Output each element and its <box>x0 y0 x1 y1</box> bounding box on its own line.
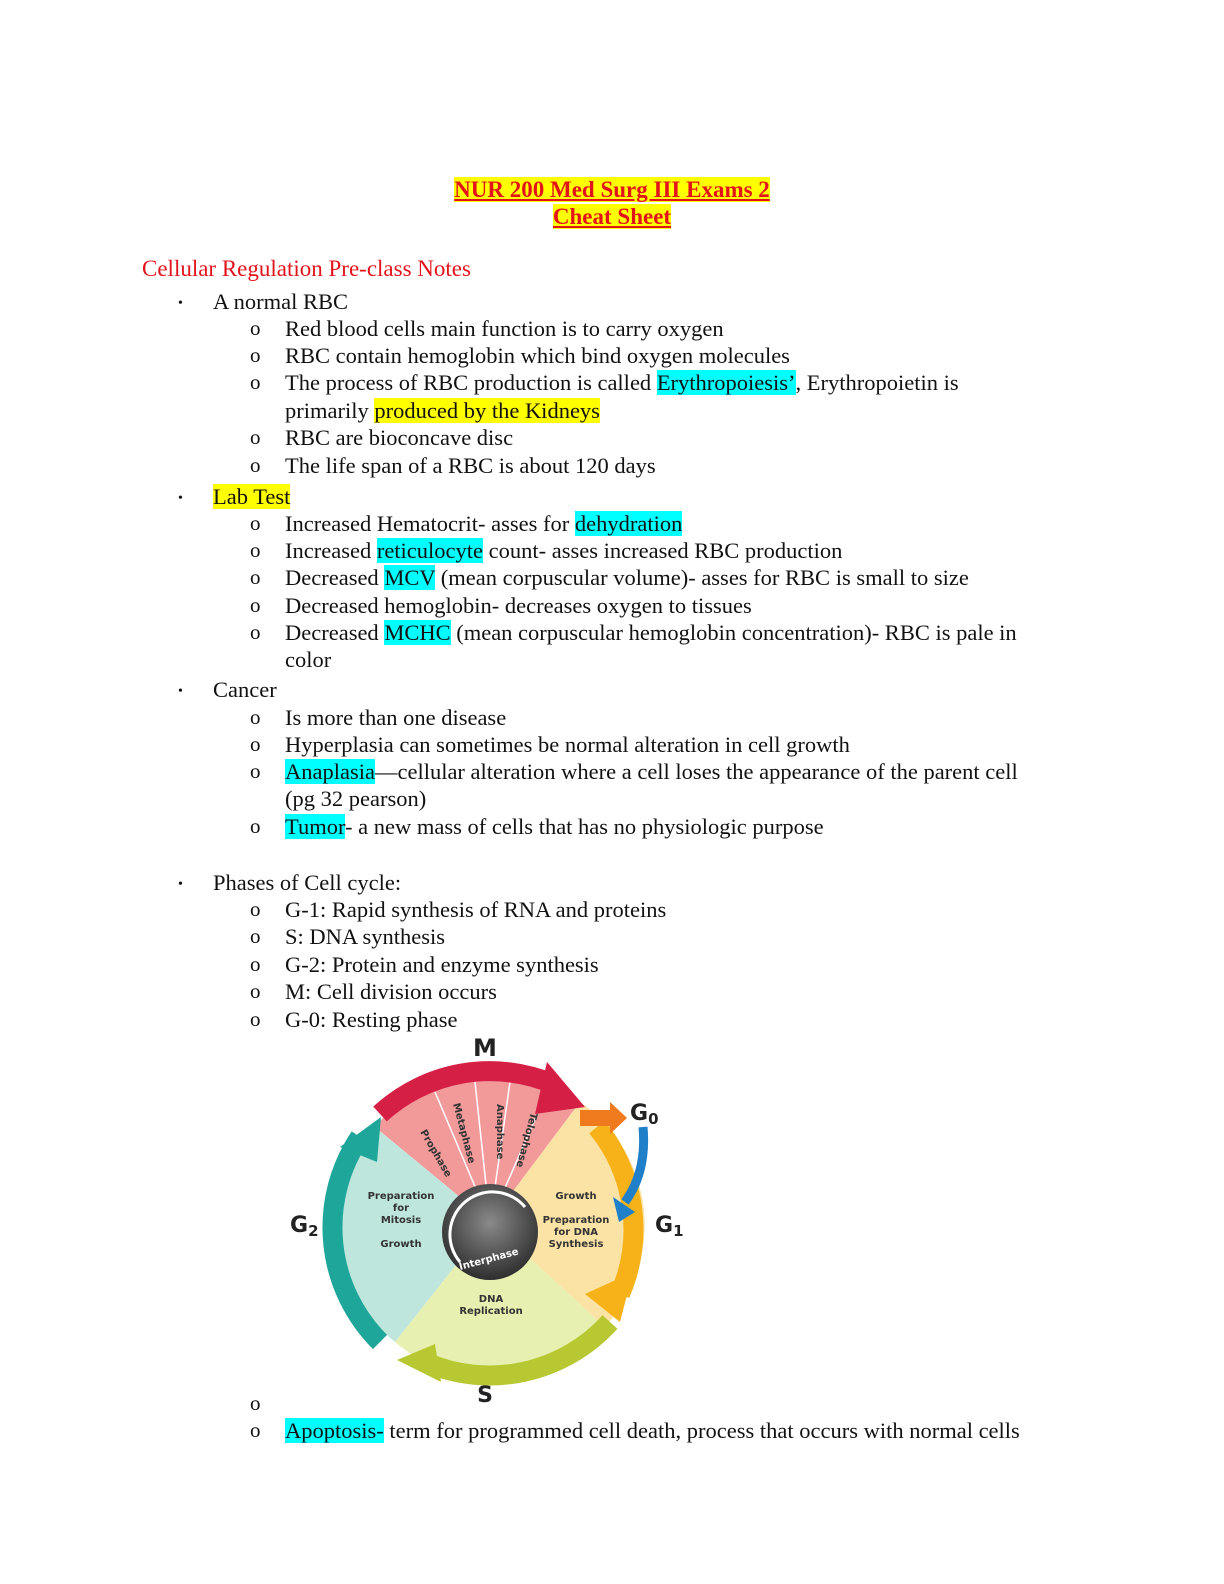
m-arrowhead <box>535 1062 585 1114</box>
cancer-item-continued: (pg 32 pearson) <box>285 786 427 811</box>
sub-marker: o <box>250 952 261 976</box>
lab-heading: Lab Test <box>213 484 291 509</box>
lab-item: Decreased hemoglobin- decreases oxygen t… <box>285 593 752 618</box>
sub-marker: o <box>250 453 261 477</box>
sub-marker: o <box>250 814 261 838</box>
s-sector <box>395 1222 605 1378</box>
rbc-item: Red blood cells main function is to carr… <box>285 316 724 341</box>
g1-arrowhead <box>585 1272 633 1322</box>
label-anaphase: Anaphase <box>494 1104 505 1160</box>
highlight: dehydration <box>574 511 683 536</box>
label-dna: Replication <box>459 1306 522 1317</box>
rbc-item: The life span of a RBC is about 120 days <box>285 453 656 478</box>
g2-sector <box>338 1127 490 1342</box>
label-g1-prep: Synthesis <box>549 1239 604 1250</box>
sub-marker: o <box>250 1007 261 1031</box>
sub-marker: o <box>250 1418 261 1442</box>
cycle-item: M: Cell division occurs <box>285 979 497 1004</box>
m-phase-sector <box>375 1072 580 1222</box>
sub-marker: o <box>250 979 261 1003</box>
cell-cycle-diagram: M G0 G1 G2 S Prophase Metaphase Anaphase… <box>290 1034 684 1408</box>
sub-marker: o <box>250 593 261 617</box>
sub-marker: o <box>250 1391 261 1415</box>
rbc-heading: A normal RBC <box>213 289 349 314</box>
sub-marker: o <box>250 538 261 562</box>
label-g2-growth: Growth <box>380 1239 421 1250</box>
sub-marker: o <box>250 565 261 589</box>
highlight: Anaplasia <box>285 759 375 784</box>
cycle-item: S: DNA synthesis <box>285 924 446 949</box>
label-g2-prep: Mitosis <box>381 1215 421 1226</box>
cancer-item: Tumor- a new mass of cells that has no p… <box>285 814 824 839</box>
bullet-marker: • <box>178 491 183 506</box>
highlight: reticulocyte <box>376 538 484 563</box>
g0-return-arrow <box>621 1126 649 1205</box>
bullet-marker: • <box>178 296 183 311</box>
sub-marker: o <box>250 705 261 729</box>
s-arc <box>421 1315 618 1386</box>
cancer-item: Is more than one disease <box>285 705 507 730</box>
label-g1-prep: for DNA <box>554 1227 598 1238</box>
label-g1: G1 <box>655 1213 684 1240</box>
document-title-line1: NUR 200 Med Surg III Exams 2 <box>454 177 770 202</box>
sub-marker: o <box>250 316 261 340</box>
lab-item: Decreased MCV (mean corpuscular volume)-… <box>285 565 969 590</box>
g1-arc <box>589 1120 644 1298</box>
cancer-item: Anaplasia—cellular alteration where a ce… <box>285 759 1018 784</box>
apoptosis-item: Apoptosis- term for programmed cell deat… <box>285 1418 1020 1443</box>
sub-marker: o <box>250 511 261 535</box>
rbc-item: RBC are bioconcave disc <box>285 425 514 450</box>
lab-item: Increased Hematocrit- asses for dehydrat… <box>285 511 683 536</box>
sub-marker: o <box>250 732 261 756</box>
lab-item: Increased reticulocyte count- asses incr… <box>285 538 843 563</box>
g2-arc <box>322 1131 388 1350</box>
rbc-item-continued: primarily produced by the Kidneys <box>285 398 600 423</box>
sub-marker: o <box>250 924 261 948</box>
cycle-item: G-0: Resting phase <box>285 1007 458 1032</box>
highlight: Erythropoiesis’ <box>656 370 796 395</box>
sub-marker: o <box>250 343 261 367</box>
bullet-marker: • <box>178 684 183 699</box>
highlight: Tumor <box>285 814 345 839</box>
bullet-marker: • <box>178 877 183 892</box>
label-g2-prep: for <box>393 1203 409 1214</box>
highlight: Apoptosis- <box>285 1418 384 1443</box>
lab-item-continued: color <box>285 647 332 672</box>
label-g0: G0 <box>630 1101 659 1128</box>
document-title-line2: Cheat Sheet <box>552 204 672 229</box>
highlight: MCV <box>384 565 436 590</box>
g0-return-arrowhead <box>613 1197 635 1222</box>
g0-exit-arrow <box>580 1102 627 1134</box>
label-dna: DNA <box>479 1294 504 1305</box>
label-g2-prep: Preparation <box>368 1191 435 1202</box>
core-arrow <box>448 1190 527 1263</box>
label-g1-prep: Preparation <box>543 1215 610 1226</box>
highlight: produced by the Kidneys <box>374 398 600 423</box>
section-heading: Cellular Regulation Pre-class Notes <box>142 256 471 281</box>
s-arrowhead <box>397 1344 441 1382</box>
cancer-item: Hyperplasia can sometimes be normal alte… <box>285 732 850 757</box>
g2-arrowhead <box>340 1117 381 1162</box>
sub-marker: o <box>250 759 261 783</box>
highlight: MCHC <box>384 620 451 645</box>
sub-marker: o <box>250 620 261 644</box>
sub-marker: o <box>250 425 261 449</box>
label-m: M <box>473 1034 497 1062</box>
cancer-heading: Cancer <box>213 677 277 702</box>
cycle-item: G-1: Rapid synthesis of RNA and proteins <box>285 897 667 922</box>
label-s: S <box>477 1383 493 1408</box>
rbc-item: The process of RBC production is called … <box>285 370 959 395</box>
rbc-item: RBC contain hemoglobin which bind oxygen… <box>285 343 790 368</box>
sub-marker: o <box>250 370 261 394</box>
sub-marker: o <box>250 897 261 921</box>
interphase-core <box>442 1184 538 1280</box>
label-g1-growth: Growth <box>555 1191 596 1202</box>
lab-item: Decreased MCHC (mean corpuscular hemoglo… <box>285 620 1017 645</box>
label-g2: G2 <box>290 1213 319 1240</box>
cycle-heading: Phases of Cell cycle: <box>213 870 402 895</box>
m-arc <box>373 1061 557 1122</box>
cycle-item: G-2: Protein and enzyme synthesis <box>285 952 599 977</box>
